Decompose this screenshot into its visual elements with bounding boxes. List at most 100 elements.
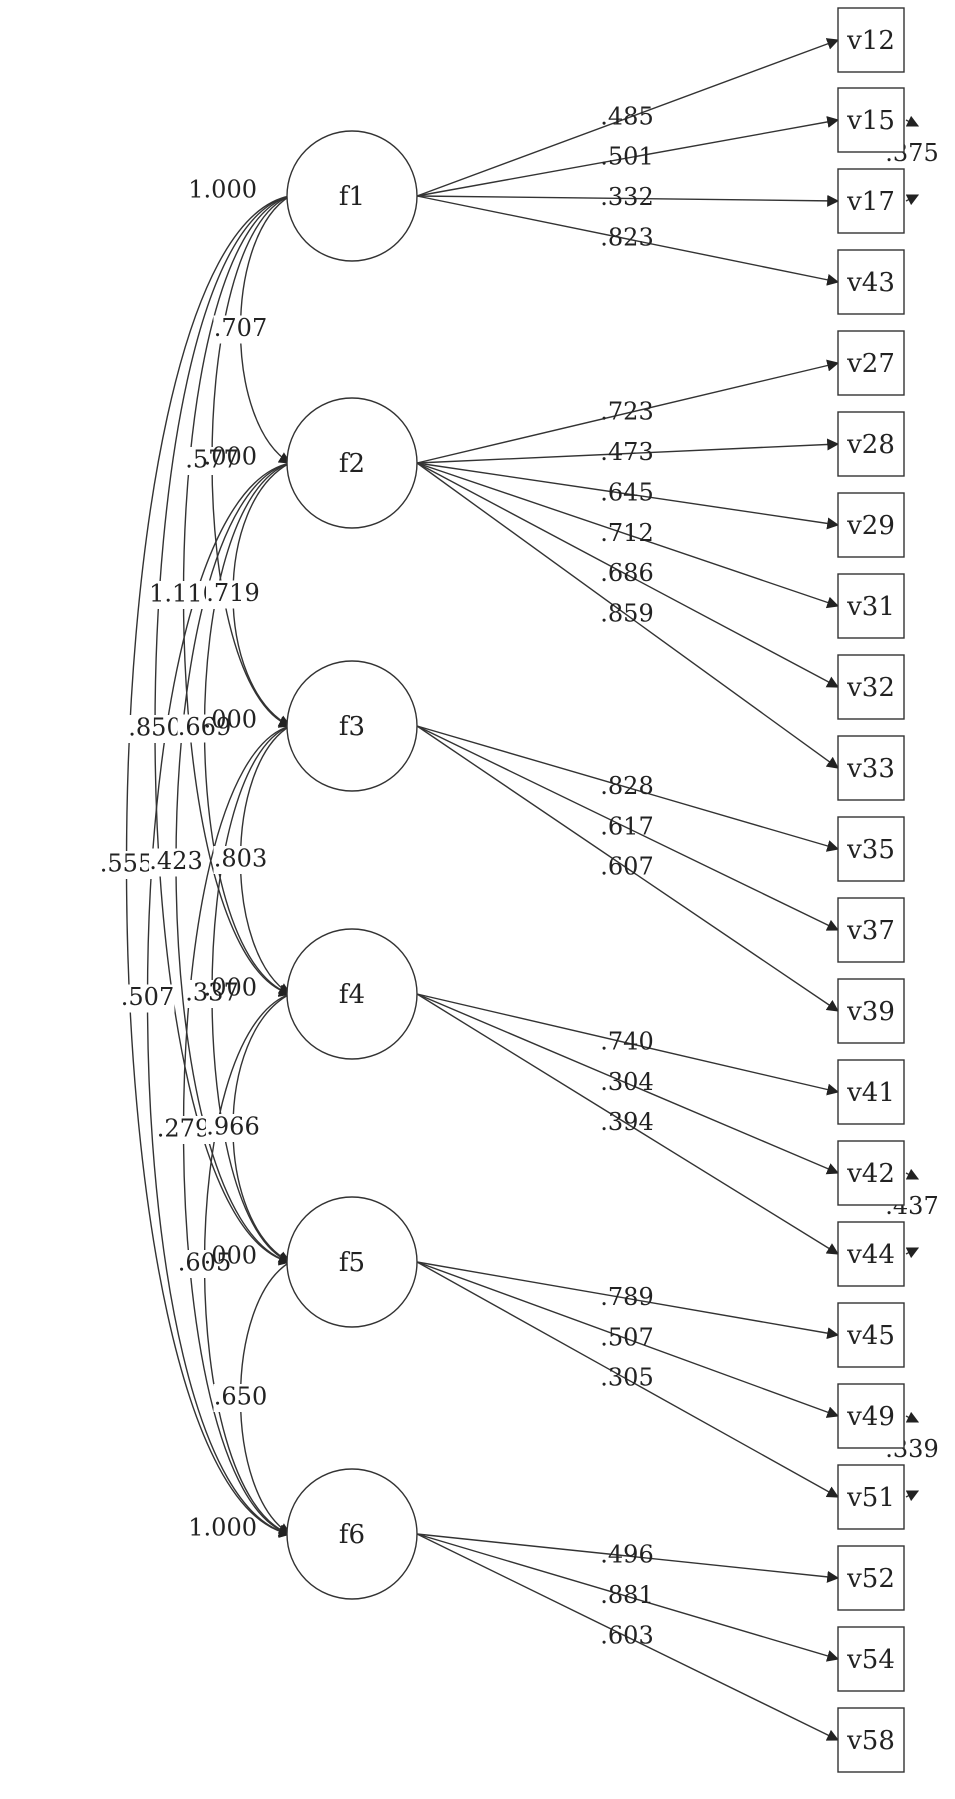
indicator-label: v37 — [846, 916, 895, 946]
covariance-label-f5-f6: .650 — [214, 1383, 267, 1411]
indicator-node-v52: v52 — [837, 1545, 905, 1611]
loading-label-f1-v43: .823 — [600, 223, 653, 251]
indicator-node-v37: v37 — [837, 897, 905, 963]
indicator-node-v45: v45 — [837, 1302, 905, 1368]
indicator-label: v52 — [846, 1564, 895, 1594]
loading-label-f2-v28: .473 — [600, 438, 653, 466]
loading-arrow-f6-v54 — [416, 1533, 840, 1662]
loading-label-f2-v32: .686 — [600, 559, 653, 587]
loading-arrow-f5-v45 — [416, 1261, 840, 1340]
factor-circle — [286, 1468, 418, 1600]
indicator-box — [837, 978, 905, 1044]
covariance-label-bg — [177, 1250, 232, 1278]
covariance-label-bg — [150, 581, 217, 609]
indicator-node-v31: v31 — [837, 573, 905, 639]
indicator-box — [837, 1059, 905, 1125]
indicator-node-v51: v51 — [837, 1464, 905, 1530]
covariance-label-bg — [213, 846, 268, 874]
loading-arrow-f2-v32 — [416, 462, 840, 688]
loading-arrow-f2-v27 — [416, 359, 840, 464]
variance-label-f4: .000 — [204, 974, 257, 1002]
covariance-label-f3-f6: .279 — [157, 1115, 210, 1143]
variance-label-f1: 1.000 — [188, 176, 257, 204]
indicator-label: v28 — [846, 430, 895, 460]
covariance-label-bg — [213, 315, 268, 344]
loading-label-f2-v31: .712 — [600, 519, 653, 547]
covariance-label-bg — [156, 1116, 211, 1144]
loading-arrow-f5-v49 — [416, 1261, 840, 1418]
indicator-node-v27: v27 — [837, 330, 905, 396]
loading-arrow-f1-v17 — [416, 194, 840, 207]
factor-label: f3 — [339, 712, 365, 742]
loading-label-f3-v35: .828 — [600, 772, 653, 800]
indicator-box — [837, 492, 905, 558]
covariance-label-bg — [185, 447, 239, 475]
variance-label-f2: .000 — [204, 443, 257, 471]
loading-label-f1-v17: .332 — [600, 183, 653, 211]
indicator-box — [837, 1464, 905, 1530]
indicator-box — [837, 249, 905, 315]
indicator-node-v49: v49 — [837, 1383, 905, 1449]
indicator-label: v51 — [846, 1483, 895, 1513]
indicator-box — [837, 1140, 905, 1206]
indicator-label: v17 — [846, 187, 895, 217]
factor-circle — [286, 928, 418, 1060]
variance-label-f6: 1.000 — [188, 1514, 257, 1542]
loading-arrow-f2-v28 — [416, 438, 840, 464]
indicator-node-v28: v28 — [837, 411, 905, 477]
covariance-label-f1-f3: .577 — [185, 446, 238, 474]
error-cov-arrow-v51 — [905, 1490, 920, 1502]
loading-arrow-f2-v29 — [416, 462, 840, 530]
indicator-box — [837, 1383, 905, 1449]
covariance-label-f1-f5: .850 — [128, 714, 181, 742]
indicator-box — [837, 1707, 905, 1773]
loading-arrow-f5-v51 — [416, 1261, 840, 1498]
indicator-box — [837, 897, 905, 963]
loading-arrow-f1-v12 — [416, 38, 840, 197]
covariance-label-f4-f5: .966 — [206, 1113, 259, 1141]
loading-arrow-f6-v58 — [416, 1533, 840, 1741]
indicator-label: v32 — [846, 673, 895, 703]
indicator-label: v33 — [846, 754, 895, 784]
loading-label-f5-v45: .789 — [600, 1283, 653, 1311]
loading-label-f6-v54: .881 — [600, 1581, 653, 1609]
variance-label-f5: .000 — [204, 1242, 257, 1270]
loading-label-f4-v42: .304 — [600, 1068, 653, 1096]
indicator-label: v43 — [846, 268, 895, 298]
covariance-label-f4-f6: .605 — [178, 1249, 231, 1277]
indicator-node-v17: v17 — [837, 168, 905, 234]
indicator-label: v27 — [846, 349, 895, 379]
loading-label-f5-v51: .305 — [600, 1364, 653, 1392]
covariance-label-f2-f5: .423 — [149, 847, 202, 875]
indicator-node-v44: v44 — [837, 1221, 905, 1287]
indicator-box — [837, 573, 905, 639]
indicator-box — [837, 7, 905, 73]
indicator-label: v39 — [846, 997, 895, 1027]
loading-arrow-f2-v31 — [416, 462, 840, 609]
covariance-label-bg — [206, 580, 260, 609]
loading-label-f2-v27: .723 — [600, 398, 653, 426]
indicator-node-v15: v15 — [837, 87, 905, 153]
loading-arrow-f1-v43 — [416, 195, 840, 286]
indicator-box — [837, 87, 905, 153]
factor-node-f2: f2 — [286, 397, 418, 529]
indicator-box — [837, 1302, 905, 1368]
indicator-label: v12 — [846, 26, 895, 56]
factor-label: f6 — [339, 1520, 365, 1550]
factor-label: f2 — [339, 449, 365, 479]
error-cov-arrow-v17 — [905, 194, 920, 206]
indicator-box — [837, 1545, 905, 1611]
error-cov-arrow-v44 — [905, 1247, 920, 1259]
loading-arrow-f4-v42 — [416, 993, 840, 1175]
factor-label: f5 — [339, 1248, 365, 1278]
loading-label-f6-v58: .603 — [600, 1621, 653, 1649]
indicator-box — [837, 735, 905, 801]
covariance-label-f3-f4: .803 — [214, 845, 267, 873]
indicator-box — [837, 816, 905, 882]
factor-circle — [286, 130, 418, 262]
covariance-label-bg — [206, 1114, 260, 1142]
covariance-label-bg — [128, 715, 182, 743]
indicator-box — [837, 411, 905, 477]
indicator-node-v58: v58 — [837, 1707, 905, 1773]
